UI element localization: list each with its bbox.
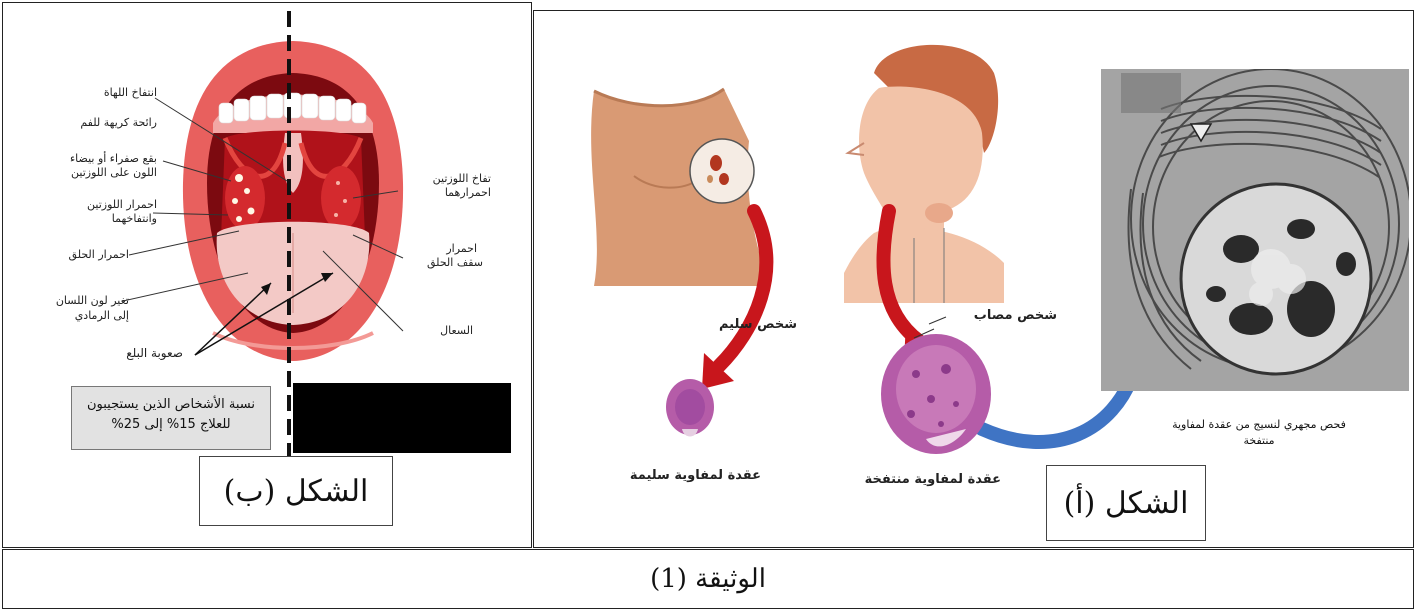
- swollen-lymph-node: [876, 329, 996, 459]
- pointer-lines: [3, 3, 533, 403]
- label-spots-line1: بقع صفراء أو بيضاء: [70, 153, 157, 166]
- label-swallow: صعوبة البلع: [126, 347, 183, 361]
- figure-a-panel: شخص سليم شخص مصاب عقدة لمفاوية سليمة عقد…: [533, 10, 1414, 548]
- micrograph-image: [1101, 69, 1409, 391]
- arrowhead: [261, 283, 271, 295]
- label-bad-breath: رائحة كريهة للفم: [80, 117, 157, 130]
- label-sick-person: شخص مصاب: [974, 309, 1057, 324]
- label-swollen-node: عقدة لمفاوية منتفخة: [865, 473, 1001, 488]
- response-rate-line1: نسبة الأشخاص الذين يستجيبون: [72, 395, 270, 415]
- label-micrograph-line2: منتفخة: [1124, 433, 1394, 449]
- label-tonsil-red-line1: احمرار اللوزتين: [87, 199, 157, 212]
- redaction-box: [293, 383, 511, 453]
- red-arrow-healthy: [719, 211, 766, 366]
- healthy-lymph-node: [662, 377, 718, 449]
- figure-b-caption: الشكل (ب): [199, 456, 393, 526]
- label-spots-line2: اللون على اللوزتين: [71, 167, 157, 180]
- response-rate-box: نسبة الأشخاص الذين يستجيبون للعلاج 15% إ…: [71, 386, 271, 450]
- figure-a-caption: الشكل (أ): [1046, 465, 1206, 541]
- label-throat-red: احمرار الحلق: [69, 249, 129, 262]
- response-rate-line2: للعلاج 15% إلى 25%: [72, 415, 270, 435]
- label-healthy-node: عقدة لمفاوية سليمة: [630, 469, 761, 484]
- label-uvula-swelling: انتفاخ اللهاة: [104, 87, 157, 100]
- label-micrograph: فحص مجهري لنسيج من عقدة لمفاوية منتفخة: [1124, 417, 1394, 449]
- label-right-tonsil-line2: احمرارهما: [445, 187, 491, 200]
- arrowhead: [321, 273, 333, 282]
- label-healthy-person: شخص سليم: [719, 318, 797, 333]
- document-title: الوثيقة (1): [650, 564, 766, 594]
- figure-b-panel: انتفاخ اللهاة رائحة كريهة للفم بقع صفراء…: [2, 2, 532, 548]
- label-tongue-line2: إلى الرمادي: [75, 310, 129, 323]
- label-cough: السعال: [440, 325, 473, 338]
- label-tonsil-red-line2: وانتفاخهما: [112, 213, 157, 226]
- label-tongue-line1: تغير لون اللسان: [56, 295, 129, 308]
- label-right-tonsil-line1: تفاخ اللوزتين: [433, 173, 491, 186]
- label-micrograph-line1: فحص مجهري لنسيج من عقدة لمفاوية: [1124, 417, 1394, 433]
- label-palate-line1: احمرار: [446, 243, 477, 256]
- label-palate-line2: سقف الحلق: [427, 257, 483, 270]
- document-title-bar: الوثيقة (1): [2, 549, 1414, 609]
- red-arrow-sick: [883, 211, 919, 341]
